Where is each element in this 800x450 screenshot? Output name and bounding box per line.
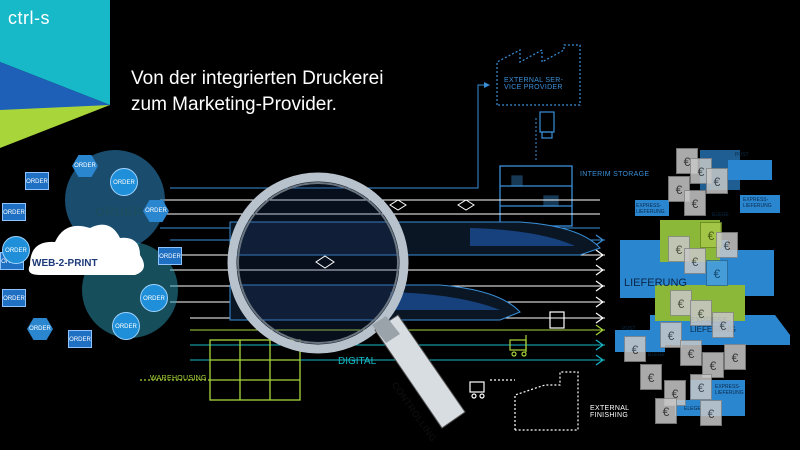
euro-document-icon: €: [640, 364, 662, 390]
order-box-5: ORDER: [68, 330, 92, 348]
brand-lime-shape: [0, 105, 110, 148]
interim-storage-shelf: [499, 165, 573, 227]
forklift-icon: [509, 335, 527, 357]
label-interim-storage: INTERIM STORAGE: [580, 171, 650, 178]
euro-document-icon: €: [690, 300, 712, 326]
label-external-finishing: EXTERNAL FINISHING: [590, 405, 630, 419]
title-line-2: zum Marketing-Provider.: [131, 94, 337, 115]
order-circle-1: ORDER: [110, 168, 138, 196]
external-finishing-building: [490, 371, 579, 431]
euro-document-icon: €: [680, 340, 702, 366]
order-box-2: ORDER: [2, 203, 26, 221]
label-elege-3: ELEGE: [648, 352, 665, 358]
order-box-6: ORDER: [2, 289, 26, 307]
euro-document-icon: €: [724, 344, 746, 370]
warehousing-rack: [140, 339, 301, 401]
train-upper: [229, 221, 601, 256]
title-line-1: Von der integrierten Druckerei: [131, 68, 384, 89]
label-express-2: EXPRESS- LIEFERUNG: [636, 203, 665, 215]
order-circle-3: ORDER: [112, 312, 140, 340]
flow-arrowheads: [595, 234, 605, 366]
euro-document-icon: €: [706, 260, 728, 286]
order-circle-4: ORDER: [2, 236, 30, 264]
order-big-1: ORDER: [95, 205, 144, 219]
factory-icon: [496, 44, 581, 106]
euro-document-icon: €: [702, 352, 724, 378]
label-post-2: POST: [622, 326, 636, 332]
euro-document-icon: €: [655, 398, 677, 424]
euro-document-icon: €: [706, 168, 728, 194]
euro-document-icon: €: [684, 190, 706, 216]
order-hex-3: ORDER: [27, 318, 53, 340]
web-2-print-label: WEB-2-PRINT: [32, 258, 98, 269]
route-to-external-service: [170, 82, 490, 189]
delivery-van-icon: [539, 111, 555, 139]
euro-document-icon: €: [700, 400, 722, 426]
order-cluster-bg: [28, 150, 178, 338]
brand-logo: [0, 0, 110, 148]
label-elege-2: ELEGE: [684, 406, 701, 412]
label-express-4: EXPRESS- LIEFERUNG: [715, 384, 744, 396]
order-big-2: ORDER: [104, 296, 153, 310]
train-lower: [229, 284, 521, 321]
flow-diamonds: [389, 199, 475, 211]
euro-document-icon: €: [624, 336, 646, 362]
glass-diamond: [315, 255, 335, 269]
euro-document-icon: €: [712, 312, 734, 338]
order-box-4: ORDER: [158, 247, 182, 265]
printer-small-icon: [549, 311, 565, 329]
brand-teal-shape: [0, 0, 110, 105]
euro-document-icon: €: [716, 232, 738, 258]
label-warehousing: WAREHOUSING: [150, 375, 207, 382]
label-elege-1: ELEGE: [712, 212, 729, 218]
euro-document-icon: €: [690, 374, 712, 400]
brand-name: ctrl-s: [8, 8, 50, 28]
forklift-white-icon: [469, 381, 485, 399]
order-hex-1: ORDER: [72, 155, 98, 177]
euro-document-icon: €: [670, 290, 692, 316]
order-circle-2: ORDER: [140, 284, 168, 312]
order-hex-2: ORDER: [143, 200, 169, 222]
euro-document-icon: €: [684, 248, 706, 274]
label-digital: DIGITAL: [338, 356, 377, 367]
label-lieferung: LIEFERUNG: [624, 277, 687, 289]
label-express-1: EXPRESS- LIEFERUNG: [743, 197, 772, 209]
euro-document-icon: €: [660, 322, 682, 348]
label-post-1: POST: [735, 152, 749, 158]
label-external-service: EXTERNAL SER- VICE PROVIDER: [504, 77, 564, 91]
page-title: Von der integrierten Druckerei zum Marke…: [131, 66, 491, 118]
order-box-1: ORDER: [25, 172, 49, 190]
